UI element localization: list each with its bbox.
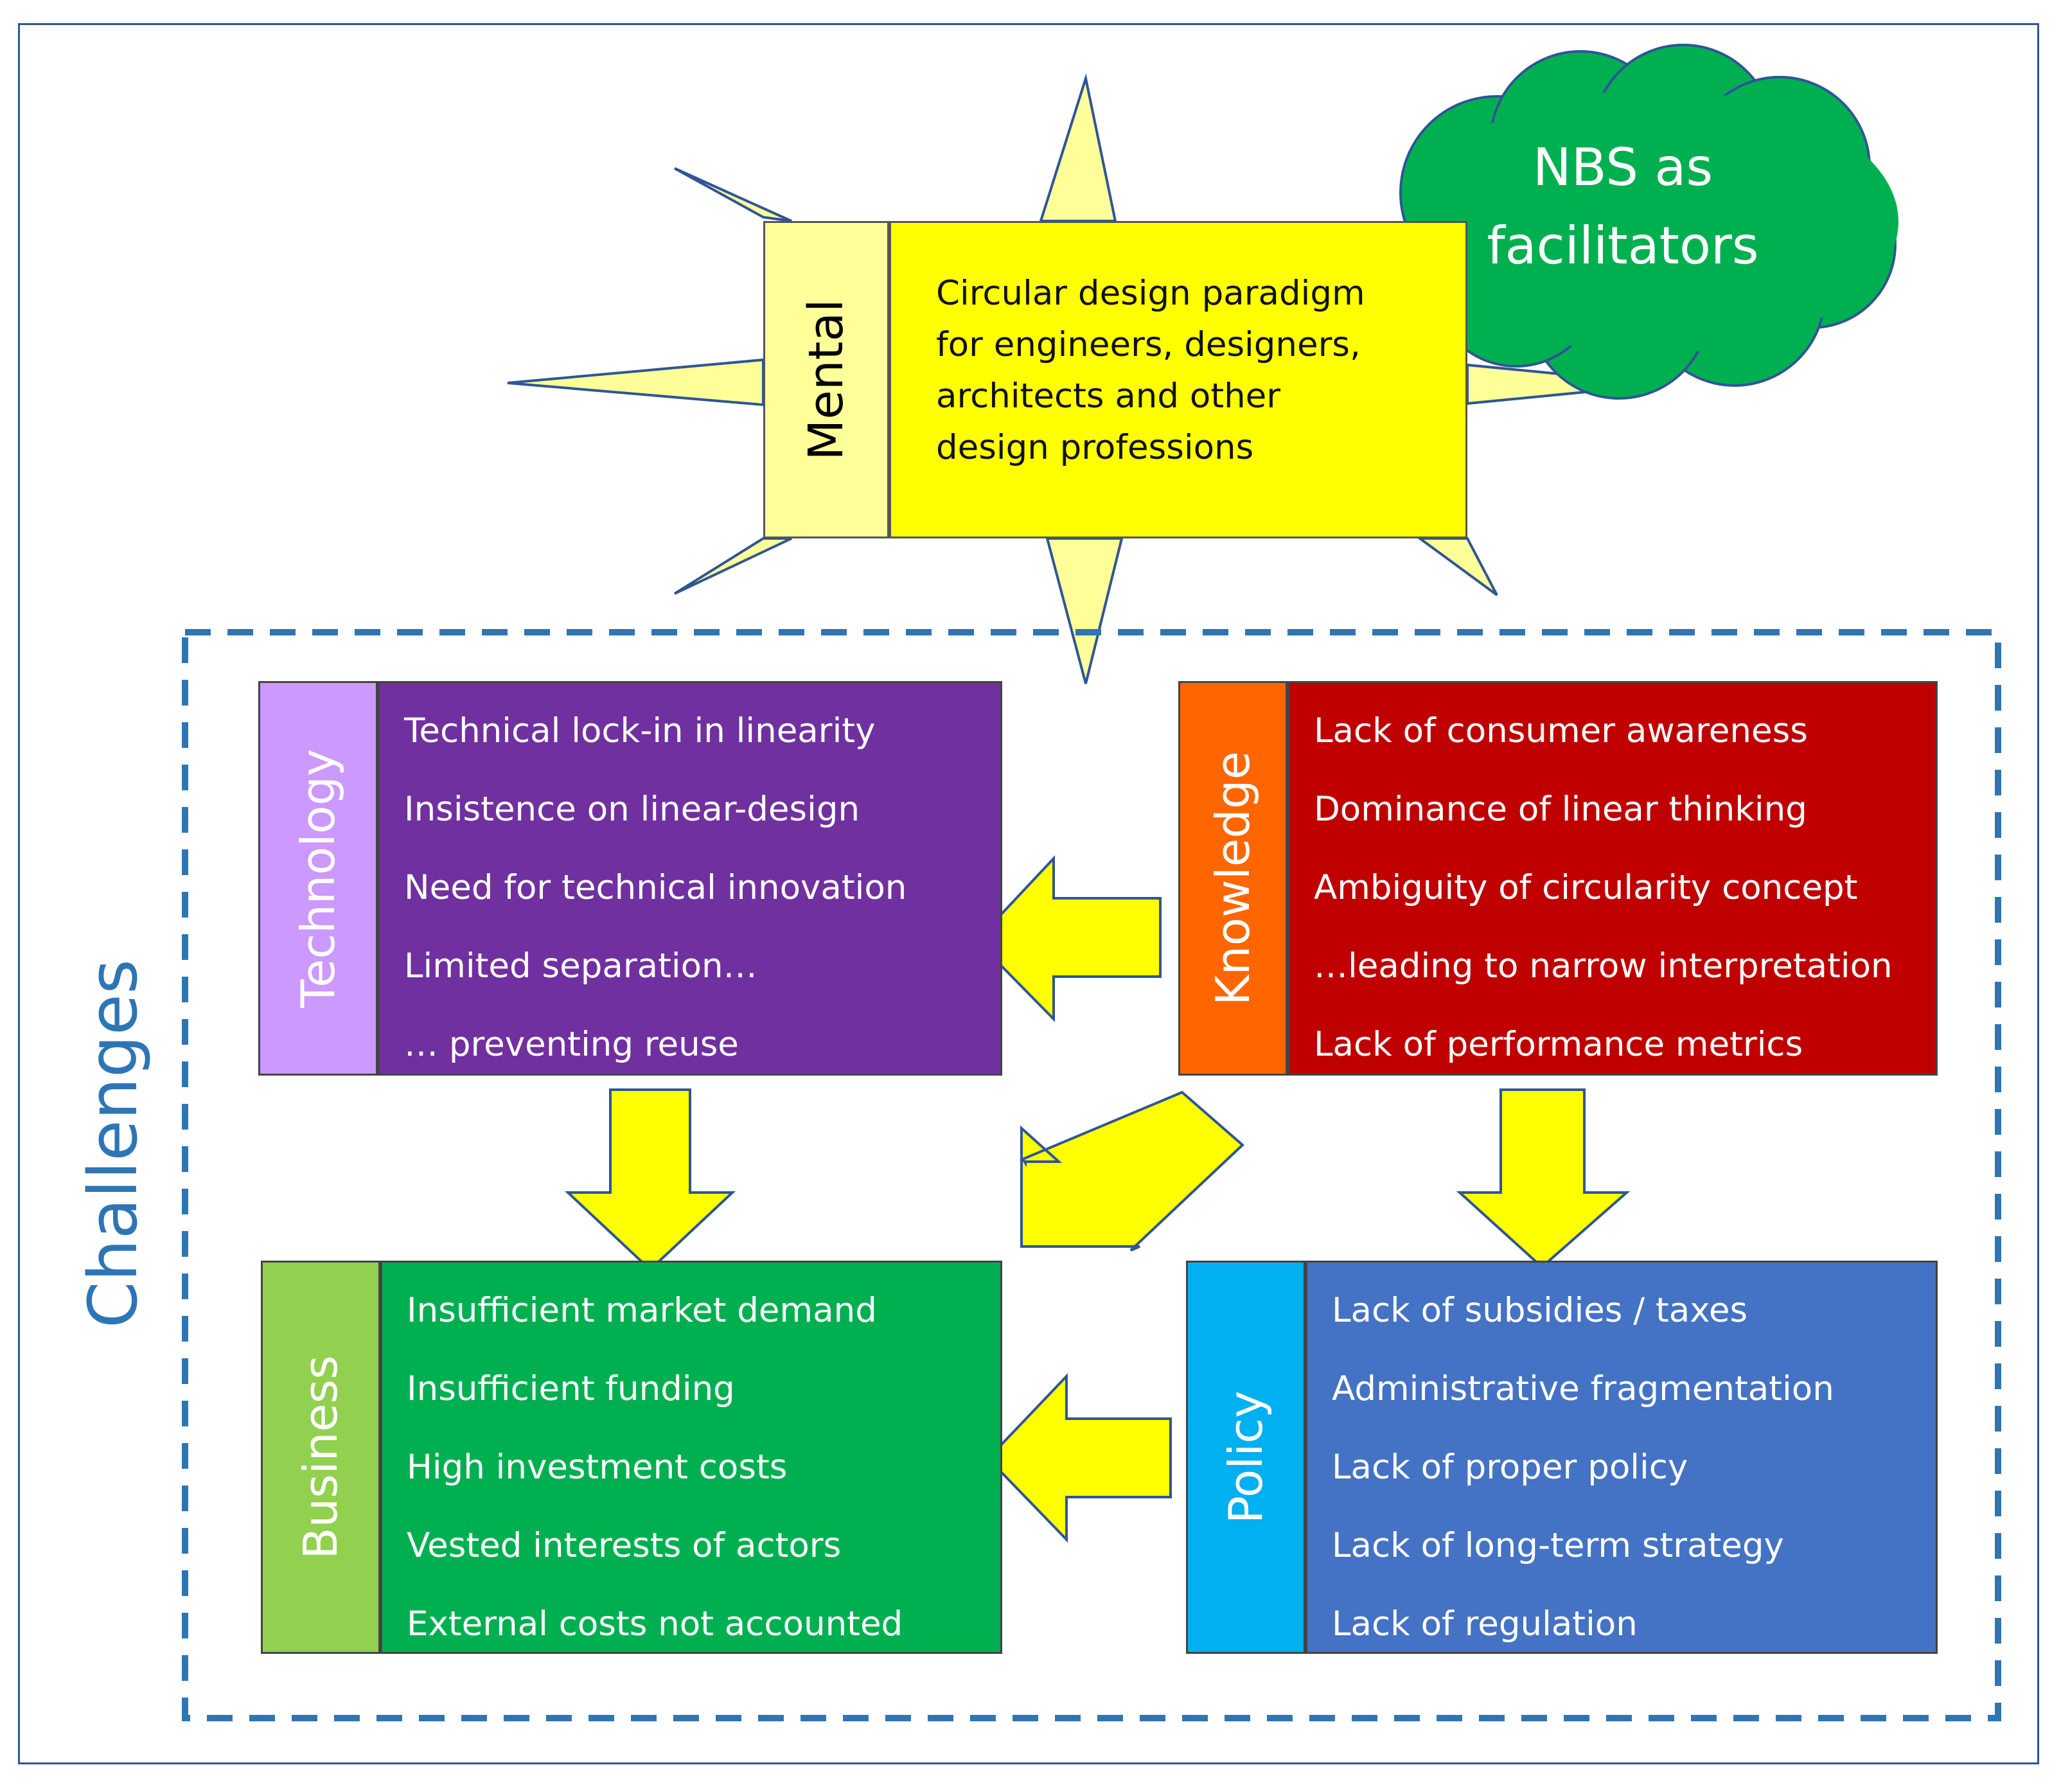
star-ray-lower-right (1415, 537, 1498, 596)
list-item: Technical lock-in in linearity (404, 711, 876, 750)
list-item: Ambiguity of circularity concept (1314, 868, 1858, 907)
arrow-knowledge-to-policy (1456, 1088, 1631, 1269)
list-item: Dominance of linear thinking (1314, 790, 1807, 829)
outer-frame (18, 23, 2039, 1764)
knowledge-tab: Knowledge (1178, 681, 1287, 1076)
list-item: … preventing reuse (404, 1025, 739, 1064)
policy-items: Lack of subsidies / taxes Administrative… (1332, 1272, 1929, 1663)
policy-tab: Policy (1186, 1261, 1305, 1654)
list-item: High investment costs (407, 1448, 788, 1487)
knowledge-items: Lack of consumer awareness Dominance of … (1314, 692, 1929, 1084)
arrow-policy-to-business (986, 1373, 1172, 1543)
cloud-line: NBS as (1532, 138, 1713, 197)
business-tab: Business (261, 1261, 380, 1654)
list-item: Insufficient market demand (407, 1291, 877, 1330)
technology-items: Technical lock-in in linearity Insistenc… (404, 692, 994, 1084)
policy-label: Policy (1219, 1390, 1273, 1524)
list-item: Limited separation… (404, 946, 757, 986)
star-ray-bottom (1045, 537, 1124, 684)
knowledge-box: Lack of consumer awareness Dominance of … (1287, 681, 1938, 1076)
list-item: Insufficient funding (407, 1369, 735, 1408)
mental-line: Circular design paradigm (936, 274, 1365, 313)
business-label: Business (294, 1355, 348, 1559)
business-items: Insufficient market demand Insufficient … (407, 1272, 994, 1663)
mental-line: for engineers, designers, (936, 325, 1361, 364)
list-item: Lack of proper policy (1332, 1448, 1688, 1487)
knowledge-label: Knowledge (1206, 751, 1260, 1006)
list-item: Administrative fragmentation (1332, 1369, 1834, 1408)
list-item: Lack of subsidies / taxes (1332, 1291, 1748, 1330)
list-item: Lack of long-term strategy (1332, 1526, 1784, 1565)
mental-tab: Mental (763, 221, 889, 538)
list-item: Vested interests of actors (407, 1526, 842, 1565)
technology-tab: Technology (258, 681, 378, 1076)
list-item: Lack of regulation (1332, 1604, 1638, 1644)
mental-description: Circular design paradigm for engineers, … (936, 268, 1453, 474)
list-item: External costs not accounted (407, 1604, 903, 1644)
cloud-line: facilitators (1487, 216, 1759, 276)
star-ray-top (1039, 73, 1117, 222)
mental-line: design professions (936, 428, 1254, 467)
challenges-dashed-border (182, 629, 2001, 1721)
mental-line: architects and other (936, 377, 1281, 416)
star-ray-upper-left (674, 167, 792, 222)
challenges-label: Challenges (74, 959, 152, 1329)
technology-box: Technical lock-in in linearity Insistenc… (378, 681, 1002, 1076)
mental-description-box: Circular design paradigm for engineers, … (889, 221, 1467, 538)
technology-label: Technology (291, 749, 345, 1008)
business-box: Insufficient market demand Insufficient … (380, 1261, 1002, 1654)
arrow-knowledge-to-technology (975, 855, 1162, 1022)
list-item: Insistence on linear-design (404, 790, 860, 829)
list-item: Lack of performance metrics (1314, 1025, 1803, 1064)
cloud-label: NBS as facilitators (1372, 129, 1873, 285)
mental-label: Mental (799, 299, 854, 461)
list-item: Lack of consumer awareness (1314, 711, 1808, 750)
policy-box: Lack of subsidies / taxes Administrative… (1305, 1261, 1938, 1654)
star-ray-left (507, 358, 765, 407)
list-item: Need for technical innovation (404, 868, 907, 907)
list-item: …leading to narrow interpretation (1314, 946, 1893, 986)
star-ray-lower-left (673, 537, 792, 595)
arrow-technology-to-business (564, 1088, 736, 1272)
arrow-knowledge-to-business-diagonal (1020, 1090, 1244, 1252)
